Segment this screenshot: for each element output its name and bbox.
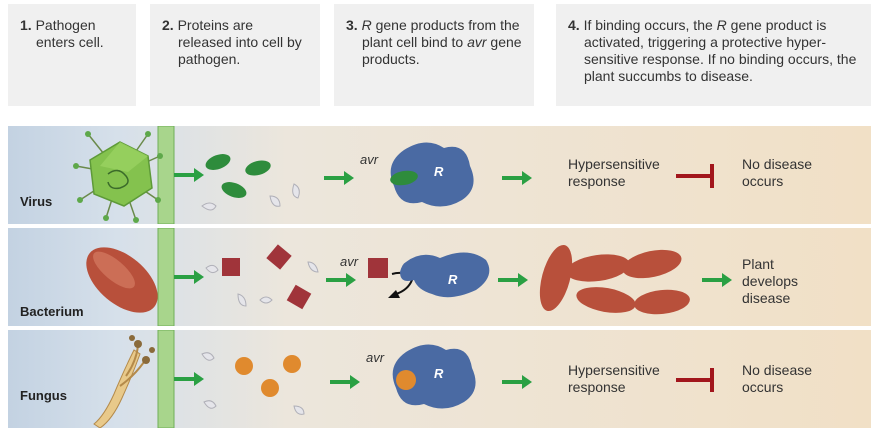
green-arrow [174,168,204,182]
r-receptor [400,252,490,298]
green-arrow [330,375,360,389]
step-number: 4. [568,17,580,33]
cell-protein [201,202,217,211]
row-label-virus: Virus [20,194,53,209]
fungus-spores [129,335,155,364]
bacterium-cell [576,287,636,313]
fungus-scene [93,330,714,428]
cell-protein [237,293,247,307]
step-text-end: gene products. [362,34,522,67]
green-arrow [324,171,354,185]
bacterium-cell [539,244,573,312]
r-gene-term: R [716,17,727,33]
cell-wall [157,330,175,428]
step-text: Pathogen enters cell. [35,17,104,50]
outcome-label: No disease occurs [742,362,813,395]
hypersensitive-response-label: Hypersensitive response [568,362,660,395]
virus-row: Virus avr R Hypersensitive response No d… [8,126,871,224]
step-1-box: 1. Pathogen enters cell. [8,4,136,106]
cell-protein [205,264,219,274]
fungus-hypha [119,361,145,387]
fungus-hypha [93,349,141,428]
avr-label: avr [340,254,359,269]
avr-gene-term: avr [467,34,487,50]
step-number: 1. [20,17,32,33]
fungus-row: Fungus avr R Hypersensitive response No … [8,330,871,428]
r-label: R [434,366,444,381]
fungus-protein [235,357,253,375]
step-text-end: gene product is activated, triggering a … [584,17,857,84]
hypersensitive-response-label: Hypersensitive response [568,156,660,189]
row-label-fungus: Fungus [20,388,67,403]
virus-capsid-face [100,142,148,172]
cell-protein [307,261,319,273]
virus-protein [245,160,271,176]
outcome-label: Plant develops disease [742,256,799,306]
green-arrow [498,273,528,287]
cell-protein [293,405,305,415]
virus-genome [107,169,129,190]
cell-protein [259,296,273,304]
step-number: 3. [346,17,358,33]
inhibition-bar [676,368,714,392]
r-receptor [390,142,474,207]
cell-wall [157,228,175,326]
green-arrow [174,270,204,284]
step-3-box: 3. R gene products from the plant cell b… [334,4,534,106]
fungus-hypha [125,345,139,377]
bacterium-protein [222,258,240,276]
outcome-label: No disease occurs [742,156,813,189]
step-2-box: 2. Proteins are released into cell by pa… [150,4,320,106]
no-binding-arrowhead [388,290,400,298]
bacterium-cell [566,254,630,282]
step-text: Proteins are released into cell by patho… [177,17,302,67]
cell-protein [203,400,217,409]
step-text: gene products from the plant cell bind t… [362,17,520,50]
avr-protein-bound [396,370,416,390]
step-4-box: 4. If binding occurs, the R gene product… [556,4,871,106]
avr-protein-bound [390,170,418,186]
avr-label: avr [366,350,385,365]
virus-spike-tips [73,131,163,223]
avr-protein [368,258,388,278]
r-receptor [392,344,476,409]
bacterium-highlight [93,251,135,289]
bacterium-protein [286,284,312,310]
cell-protein [201,352,215,361]
bacterium-cell [622,249,682,279]
bacterium-cell [634,289,690,315]
green-arrow [702,273,732,287]
inhibition-bar [676,164,714,188]
bacterium-row: Bacterium avr R Plant develops disease [8,228,871,326]
virus-scene [73,126,714,224]
bacterium-protein [266,244,292,270]
fungus-protein [283,355,301,373]
virus-protein [205,154,231,170]
step-text: If binding occurs, the [583,17,717,33]
bacterium-scene [86,228,732,326]
cell-protein [269,195,281,207]
cell-wall [157,126,175,224]
row-label-bacterium: Bacterium [20,304,84,319]
cell-protein [292,183,300,199]
avr-label: avr [360,152,379,167]
green-arrow [502,375,532,389]
r-label: R [434,164,444,179]
virus-protein [221,182,247,198]
r-gene-term: R [361,17,372,33]
green-arrow [502,171,532,185]
green-arrow [326,273,356,287]
fungus-protein [261,379,279,397]
r-label: R [448,272,458,287]
step-number: 2. [162,17,174,33]
green-arrow [174,372,204,386]
